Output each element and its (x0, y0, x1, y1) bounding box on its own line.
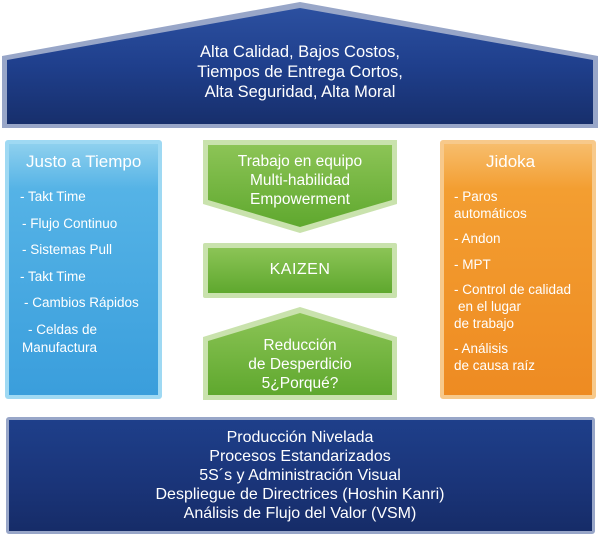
list-item: - Takt Time (20, 269, 86, 284)
waste-reduction-text: Reducción de Desperdicio 5¿Porqué? (203, 336, 397, 393)
foundation-line: Procesos Estandarizados (209, 448, 391, 465)
pillar-title: Justo a Tiempo (26, 152, 142, 171)
waste-line: Reducción (263, 337, 337, 354)
teamwork-box (203, 140, 397, 233)
teamwork-text: Trabajo en equipo Multi-habilidad Empowe… (203, 152, 397, 209)
list-item: - Sistemas Pull (22, 242, 113, 257)
kaizen-label: KAIZEN (269, 261, 331, 278)
pillar-title: Jidoka (486, 152, 536, 171)
foundation-text: Producción Nivelada Procesos Estandariza… (0, 428, 600, 523)
foundation-line: Análisis de Flujo del Valor (VSM) (183, 505, 417, 522)
list-item: - Cambios Rápidos (24, 295, 139, 310)
pillar-justo-a-tiempo: Justo a Tiempo - Takt Time - Flujo Conti… (5, 140, 162, 399)
list-item: - Paros (454, 189, 498, 204)
roof-goals: Alta Calidad, Bajos Costos, Tiempos de E… (0, 42, 600, 102)
teamwork-line: Empowerment (250, 191, 350, 208)
waste-reduction-box (203, 307, 397, 400)
waste-line: 5¿Porqué? (261, 375, 339, 392)
list-item: - Takt Time (20, 189, 86, 204)
pillar-jidoka: Jidoka - Paros automáticos - Andon - MPT… (440, 140, 596, 399)
kaizen-box: KAIZEN (203, 243, 397, 298)
list-item: - Andon (454, 231, 501, 246)
roof-line: Tiempos de Entrega Cortos, (197, 63, 403, 81)
foundation-line: Despliegue de Directrices (Hoshin Kanri) (155, 486, 445, 503)
list-item: - Control de calidad (454, 282, 572, 297)
waste-line: de Desperdicio (248, 356, 352, 373)
foundation-line: Producción Nivelada (226, 429, 374, 446)
roof-shape (2, 2, 598, 128)
list-item: - Análisis (454, 341, 509, 356)
roof-line: Alta Calidad, Bajos Costos, (200, 43, 400, 61)
list-item: - Celdas de (28, 322, 98, 337)
list-item: Manufactura (22, 340, 98, 355)
list-item: - Flujo Continuo (22, 216, 118, 231)
list-item: - MPT (454, 257, 491, 272)
teamwork-line: Trabajo en equipo (237, 153, 363, 170)
foundation-box (6, 417, 595, 534)
list-item: en el lugar (458, 299, 522, 314)
kaizen-fill (208, 248, 392, 293)
list-item: automáticos (454, 206, 527, 221)
roof-line: Alta Seguridad, Alta Moral (204, 83, 396, 101)
foundation-line: 5S´s y Administración Visual (199, 467, 401, 484)
teamwork-line: Multi-habilidad (250, 172, 350, 189)
list-item: de trabajo (454, 316, 515, 331)
list-item: de causa raíz (454, 358, 536, 373)
